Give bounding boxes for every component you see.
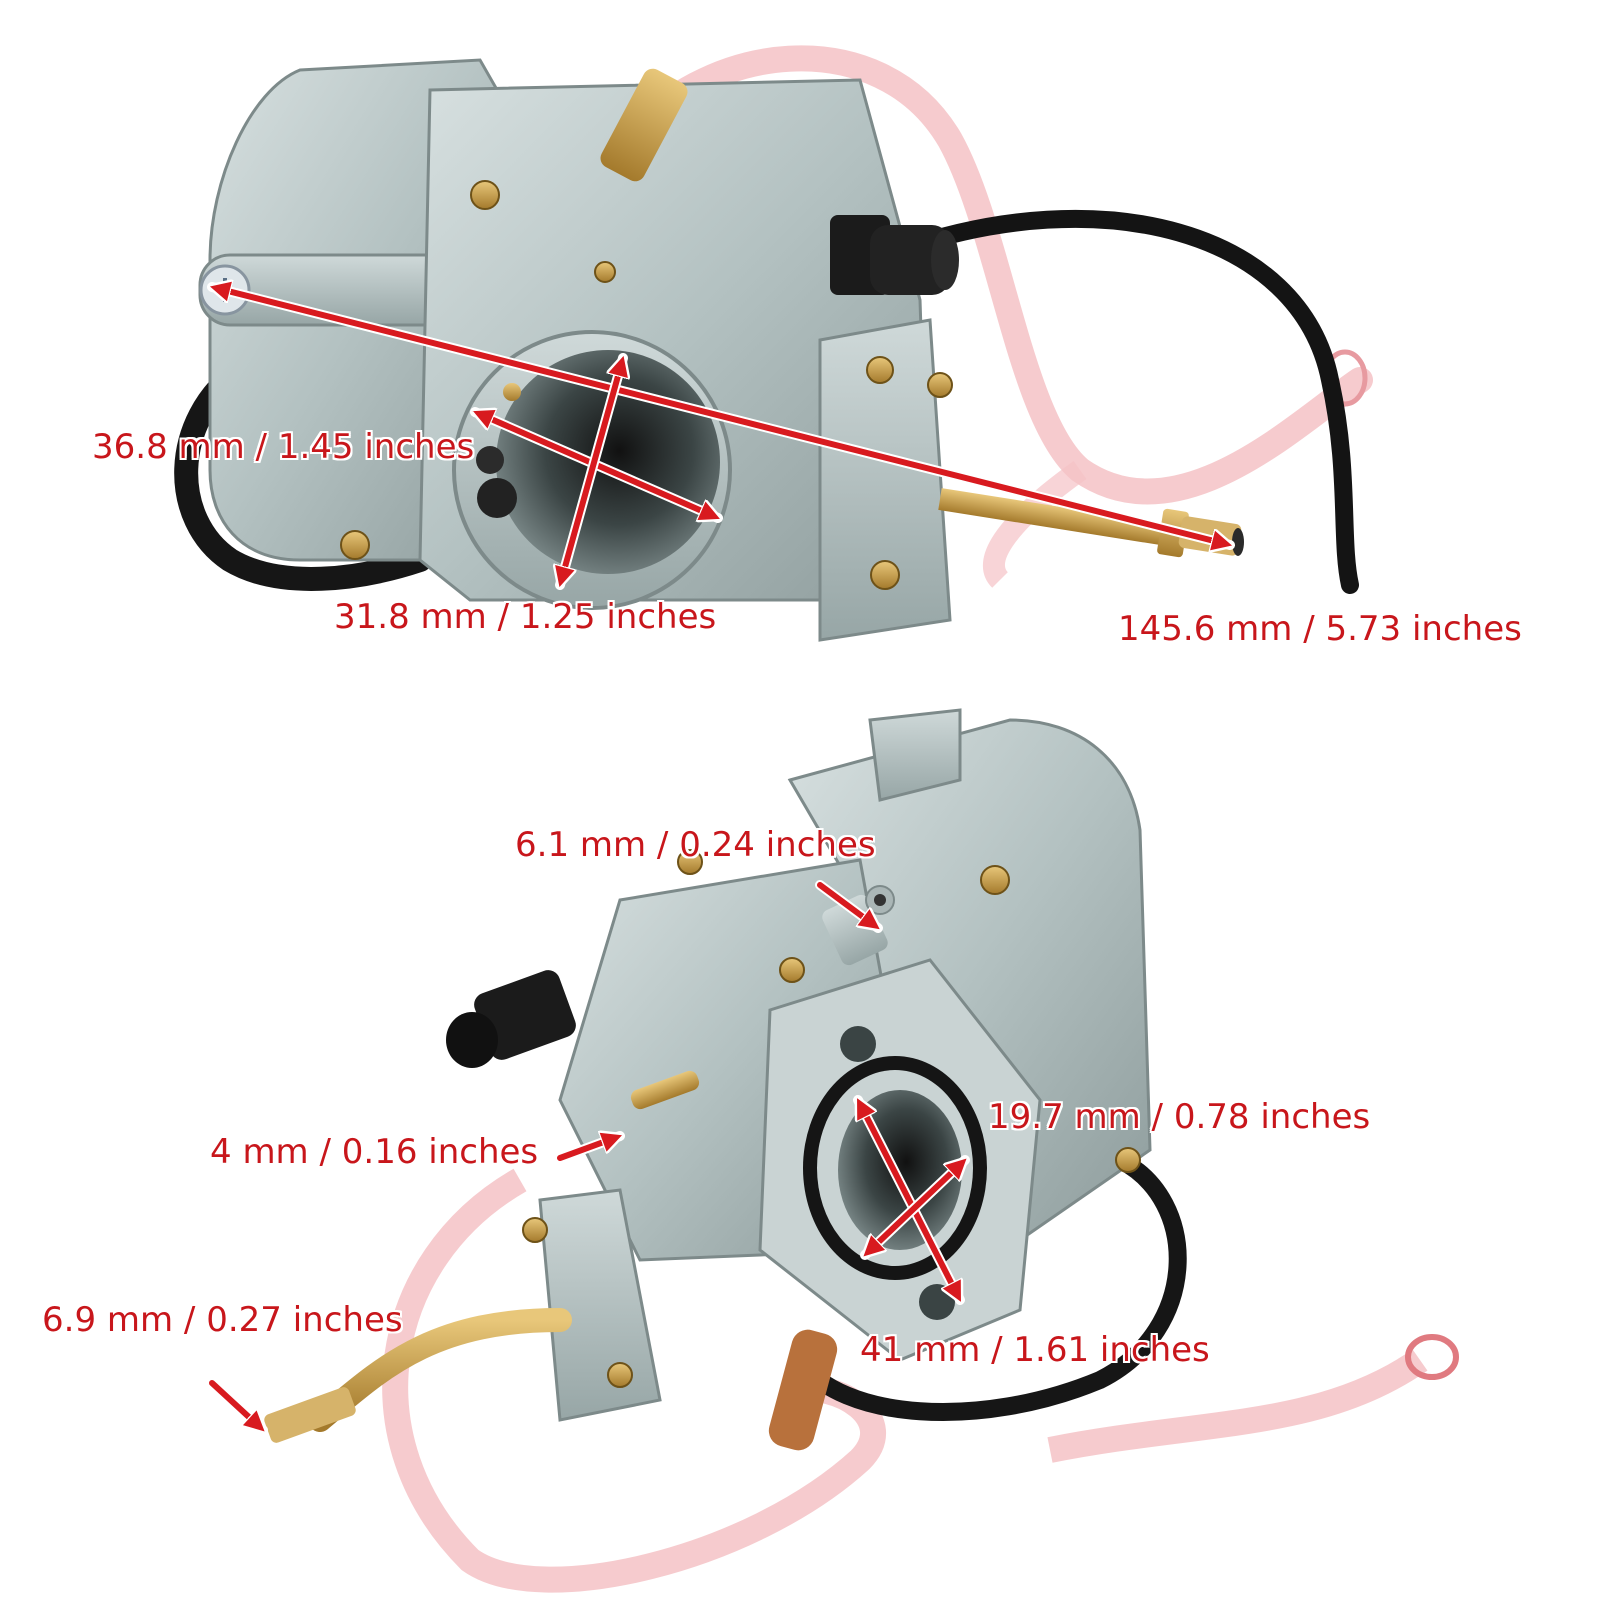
label-bore-vertical: 31.8 mm / 1.25 inches: [334, 597, 717, 637]
top-dimension-arrows: [212, 287, 1230, 585]
label-flange-hole-spacing: 41 mm / 1.61 inches: [860, 1330, 1210, 1370]
label-small-nipple: 4 mm / 0.16 inches: [210, 1132, 539, 1172]
label-fuel-inlet: 6.9 mm / 0.27 inches: [42, 1300, 403, 1340]
label-flange-bore: 19.7 mm / 0.78 inches: [988, 1097, 1371, 1137]
label-overall-length: 145.6 mm / 5.73 inches: [1118, 609, 1522, 649]
bottom-dimension-arrows: [207, 880, 965, 1430]
label-bore-diagonal: 36.8 mm / 1.45 inches: [92, 427, 475, 467]
label-vent-nipple: 6.1 mm / 0.24 inches: [515, 825, 876, 865]
top-carburetor: [174, 45, 1373, 642]
